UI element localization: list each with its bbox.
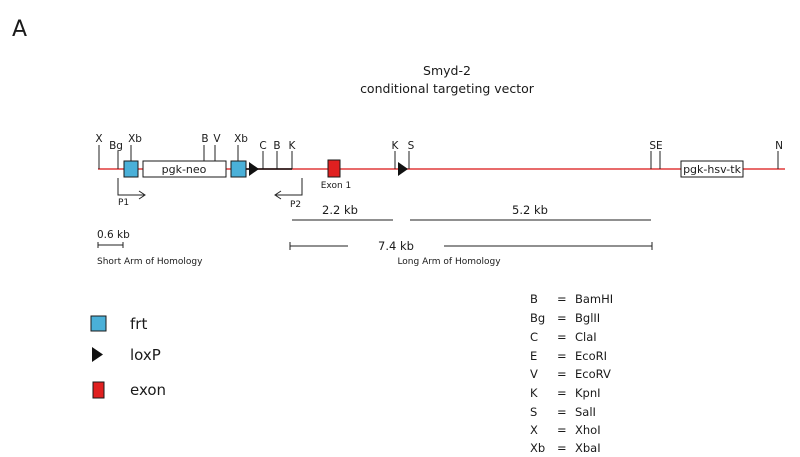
exon-1 [327, 159, 341, 178]
legend-exon-swatch [92, 381, 105, 399]
site-label-v: V [213, 133, 221, 145]
site-label-x: X [95, 133, 102, 145]
distance-line-7-4kb [289, 242, 653, 250]
legend-loxp-swatch [92, 347, 103, 362]
legend-exon-label: exon [130, 381, 166, 399]
pgk-neo-label: pgk-neo [162, 163, 207, 176]
abbr-k-key: K [530, 386, 538, 400]
site-label-s: S [408, 140, 415, 152]
abbr-v-eq: = [557, 367, 567, 381]
short-arm-label: Short Arm of Homology [97, 257, 203, 267]
abbr-xb-eq: = [557, 441, 567, 455]
abbr-bg-name: BglII [575, 311, 600, 325]
scale-bar [97, 242, 124, 248]
panel-label: A [12, 17, 27, 42]
distance-label-5-2kb: 5.2 kb [512, 203, 548, 217]
site-label-se: SE [649, 140, 662, 152]
abbr-xb-key: Xb [530, 441, 545, 455]
abbr-s-key: S [530, 405, 537, 419]
loxp-site-1 [249, 162, 259, 176]
site-label-b2: B [273, 140, 280, 152]
abbr-c-eq: = [557, 330, 567, 344]
pgk-hsv-tk-label: pgk-hsv-tk [683, 163, 742, 176]
abbr-s-eq: = [557, 405, 567, 419]
diagram-title-line2: conditional targeting vector [360, 81, 535, 96]
abbr-k-eq: = [557, 386, 567, 400]
abbr-b-eq: = [557, 292, 567, 306]
abbr-bg-key: Bg [530, 311, 545, 325]
frt-site-2 [230, 160, 247, 178]
site-label-c: C [259, 140, 266, 152]
exon-1-label: Exon 1 [321, 181, 352, 191]
abbr-xb-name: XbaI [575, 441, 601, 455]
site-label-bg: Bg [109, 140, 123, 152]
diagram-title-line1: Smyd-2 [423, 63, 471, 78]
abbr-x-name: XhoI [575, 423, 601, 437]
abbr-k-name: KpnI [575, 386, 601, 400]
loxp-site-2 [398, 162, 408, 176]
pgk-hsv-tk-box [680, 160, 744, 178]
long-arm-label: Long Arm of Homology [397, 257, 501, 267]
restriction-sites [98, 145, 779, 169]
abbr-b-name: BamHI [575, 292, 613, 306]
site-label-k2: K [392, 140, 400, 152]
abbr-c-name: ClaI [575, 330, 597, 344]
abbr-e-name: EcoRI [575, 349, 607, 363]
abbr-v-name: EcoRV [575, 367, 611, 381]
site-label-n: N [775, 140, 783, 152]
abbr-x-key: X [530, 423, 538, 437]
abbr-e-eq: = [557, 349, 567, 363]
primer-p1-label: P1 [118, 198, 129, 208]
distance-label-7-4kb: 7.4 kb [378, 239, 414, 253]
primer-p2-arrow [274, 178, 303, 200]
abbr-v-key: V [530, 367, 538, 381]
abbr-s-name: SalI [575, 405, 596, 419]
site-label-xb2: Xb [234, 133, 248, 145]
abbr-b-key: B [530, 292, 538, 306]
abbr-x-eq: = [557, 423, 567, 437]
site-label-k1: K [289, 140, 297, 152]
primer-p2-label: P2 [290, 200, 301, 210]
scale-bar-label: 0.6 kb [97, 229, 130, 241]
legend-frt-swatch [90, 315, 107, 332]
abbr-e-key: E [530, 349, 537, 363]
pgk-neo-box [142, 160, 227, 178]
site-label-b1: B [201, 133, 208, 145]
primer-p1-arrow [117, 178, 146, 200]
distance-label-2-2kb: 2.2 kb [322, 203, 358, 217]
legend-loxp-label: loxP [130, 346, 161, 364]
abbr-bg-eq: = [557, 311, 567, 325]
legend-frt-label: frt [130, 315, 147, 333]
frt-site-1 [123, 160, 139, 178]
abbr-c-key: C [530, 330, 538, 344]
site-label-xb1: Xb [128, 133, 142, 145]
abbreviation-list: B = BamHI Bg = BglII C = ClaI E = EcoRI … [530, 292, 613, 455]
